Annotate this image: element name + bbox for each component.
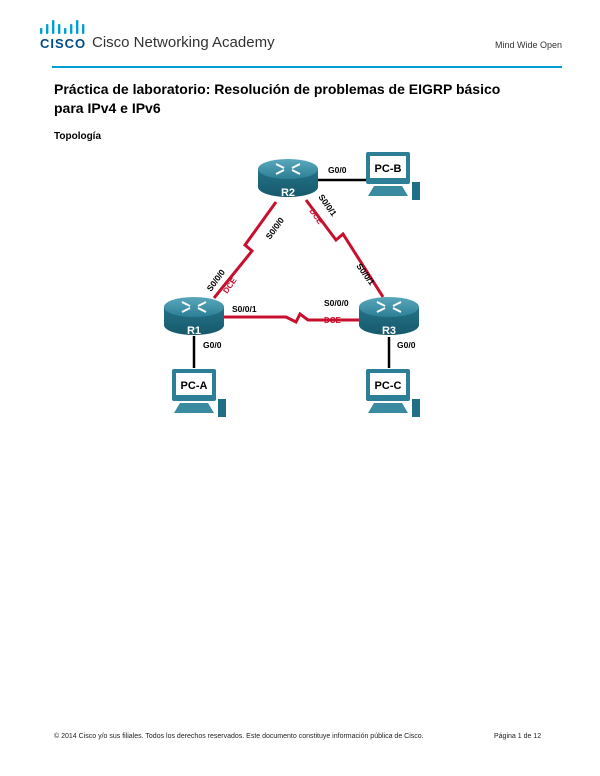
router-r2[interactable]: R2 (258, 159, 318, 199)
pc-label: PC-C (375, 380, 402, 392)
cisco-wordmark: CISCO (40, 36, 87, 51)
pc-label: PC-B (375, 163, 402, 175)
router-r1[interactable]: R1 (164, 297, 224, 337)
interface-label-r1-s001: S0/0/1 (232, 304, 257, 314)
document-title: Práctica de laboratorio: Resolución de p… (54, 81, 501, 116)
link-r2-r3-serial (304, 199, 385, 298)
link-r1-r2-serial (212, 201, 278, 299)
router-arrows-icon (275, 163, 301, 175)
interface-label-r3-g0: G0/0 (397, 340, 416, 350)
page-header: CISCO Cisco Networking Academy Mind Wide… (0, 0, 600, 70)
pc-b[interactable]: PC-B (366, 152, 420, 200)
interface-label-r2-g0: G0/0 (328, 165, 347, 175)
pc-label: PC-A (181, 380, 208, 392)
link-r1-r3-serial (218, 311, 366, 325)
section-heading: Topología (54, 131, 102, 142)
dce-label-r1: DCE (221, 276, 239, 295)
router-label: R2 (281, 187, 295, 199)
cisco-bridge-logo-icon (40, 20, 85, 34)
footer-page-number: Página 1 de 12 (494, 733, 542, 740)
interface-label-r2-s000: S0/0/0 (264, 215, 287, 241)
interface-label-r3-s001: S0/0/1 (354, 261, 377, 287)
interface-label-r3-s000: S0/0/0 (324, 298, 349, 308)
networking-academy-title: Cisco Networking Academy (92, 34, 275, 51)
pc-c[interactable]: PC-C (366, 369, 420, 417)
router-label: R1 (187, 325, 201, 337)
pc-a[interactable]: PC-A (172, 369, 226, 417)
tagline: Mind Wide Open (494, 40, 562, 50)
router-arrows-icon (376, 301, 402, 313)
router-arrows-icon (181, 301, 207, 313)
interface-label-r1-g0: G0/0 (203, 340, 222, 350)
footer-copyright: © 2014 Cisco y/o sus filiales. Todos los… (54, 733, 424, 740)
header-divider (52, 66, 562, 68)
dce-label-r3: DCE (324, 316, 342, 325)
router-label: R3 (382, 325, 396, 337)
router-r3[interactable]: R3 (359, 297, 419, 337)
